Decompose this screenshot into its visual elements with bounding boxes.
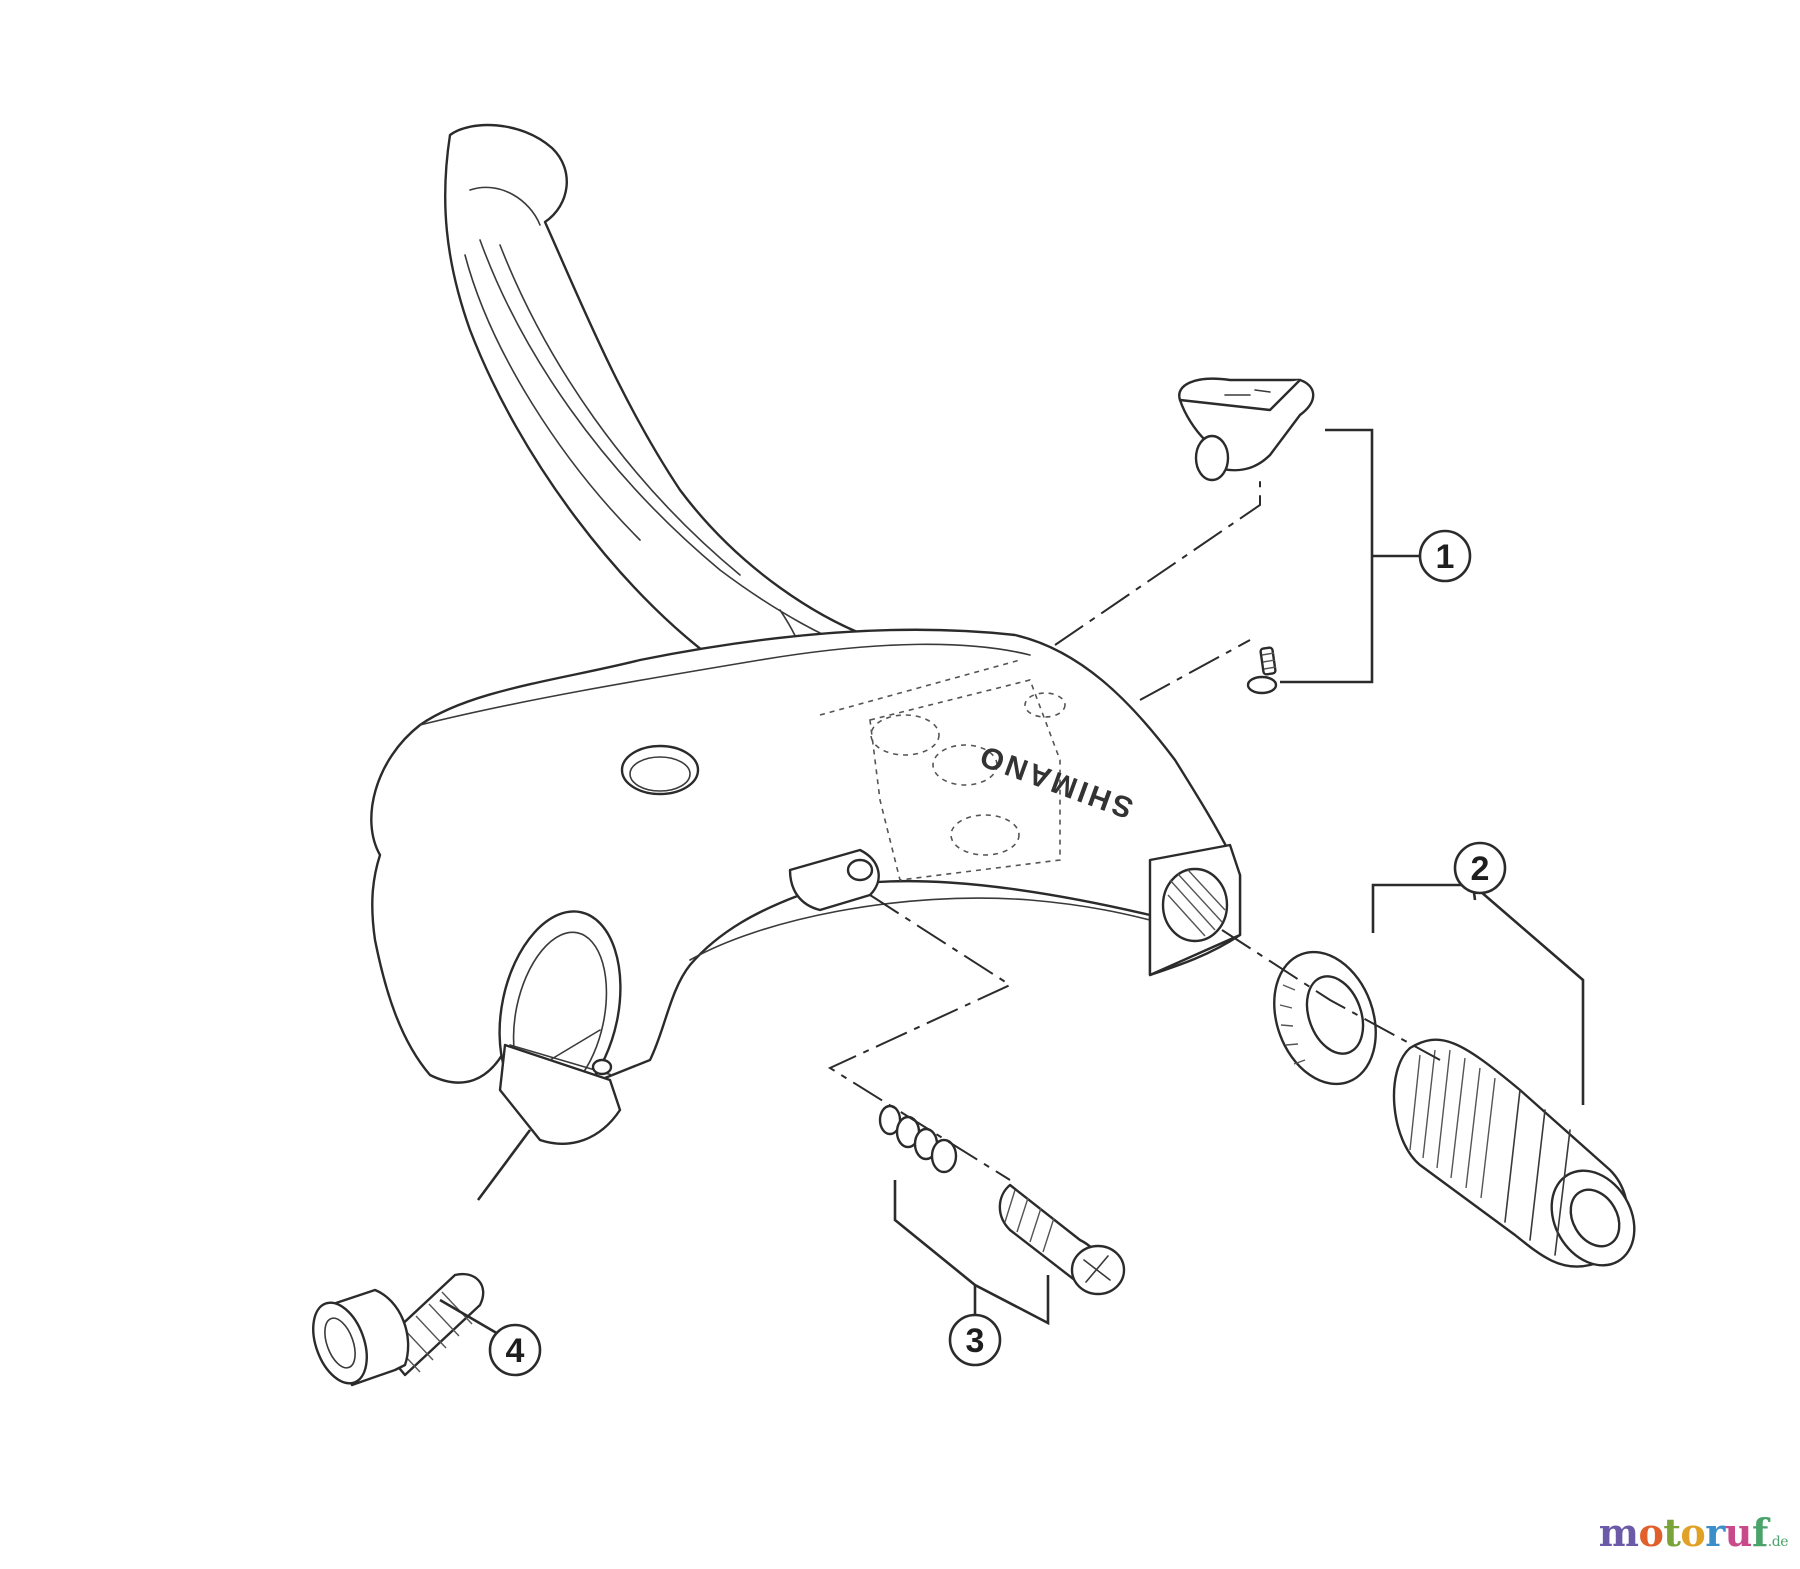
svg-text:2: 2 [1471, 850, 1490, 888]
watermark-letter: f [1751, 1510, 1768, 1555]
watermark-letter: u [1724, 1510, 1753, 1555]
part-4-clamp-bolt [312, 1272, 485, 1387]
callout-2: 2 [1453, 841, 1507, 895]
watermark-suffix: .de [1767, 1534, 1789, 1550]
lever-body: SHIMANO [370, 628, 1242, 1145]
leader-line-1a [1054, 478, 1261, 646]
site-watermark: motoruf.de [1598, 1510, 1789, 1555]
callout-1: 1 [1418, 529, 1472, 583]
callout-4: 4 [488, 1323, 542, 1377]
watermark-letter: t [1663, 1510, 1681, 1555]
part-3-adjust-screw [878, 1104, 1126, 1296]
svg-text:4: 4 [506, 1332, 525, 1370]
watermark-letter: o [1680, 1510, 1706, 1555]
watermark-letter: m [1598, 1510, 1639, 1555]
bracket-1 [1280, 428, 1374, 684]
leader-line-4 [476, 1129, 532, 1201]
leader-line-3 [827, 894, 1013, 1181]
lever-blade [443, 123, 893, 695]
callout-3: 3 [948, 1313, 1002, 1367]
watermark-letter: o [1638, 1510, 1664, 1555]
watermark-letter: r [1705, 1510, 1725, 1555]
part-2-barrel-adjuster [1273, 950, 1636, 1268]
svg-text:3: 3 [966, 1322, 985, 1360]
svg-text:1: 1 [1436, 538, 1455, 576]
leader-line-1b [1139, 639, 1251, 701]
part-1-reach-adjuster [1178, 377, 1315, 695]
leader-line-2 [1221, 929, 1441, 1061]
